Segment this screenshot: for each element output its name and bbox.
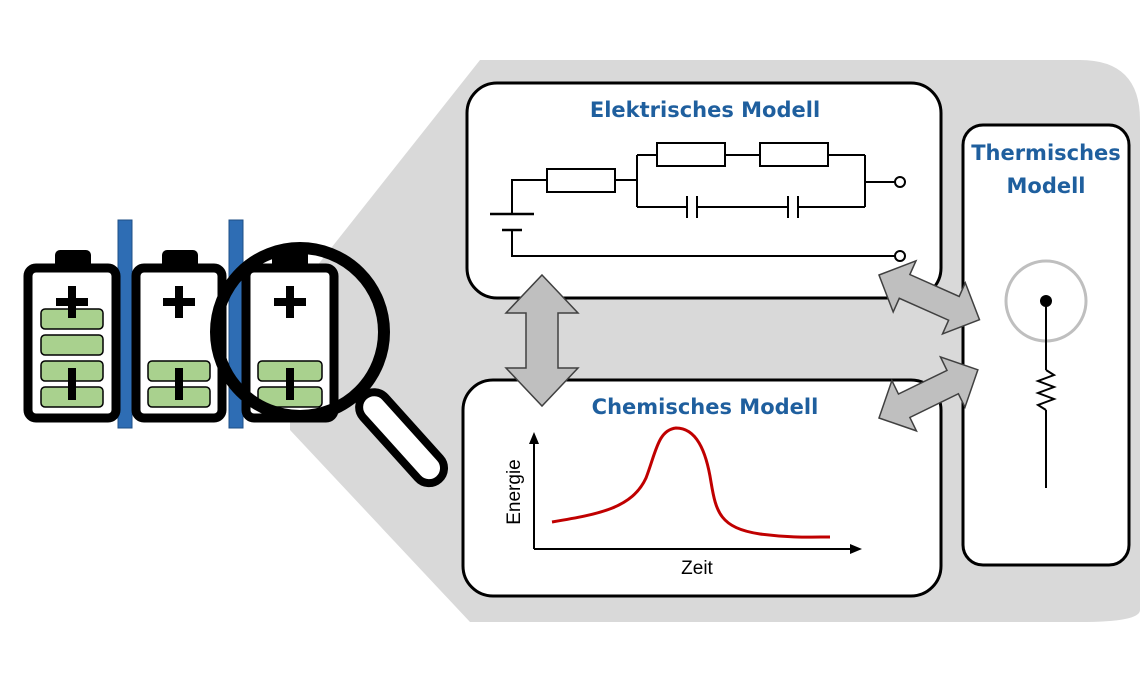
x-axis-arrow [850, 544, 862, 554]
thermal-model-box: Thermisches Modell [961, 123, 1131, 567]
double-arrow-icon [878, 355, 979, 433]
battery-pack [23, 219, 339, 429]
thermal-model-title-line2: Modell [1007, 174, 1086, 198]
battery-icon [23, 250, 121, 423]
minus-icon [68, 368, 76, 400]
energy-time-plot: Zeit Energie [504, 426, 862, 579]
magnifier-icon [210, 242, 449, 488]
battery-icon [241, 250, 339, 423]
energy-curve [551, 426, 831, 539]
circuit-schematic [490, 142, 906, 262]
plus-icon [274, 286, 306, 318]
minus-icon [175, 368, 183, 400]
plus-icon [163, 286, 195, 318]
battery-icon [131, 250, 227, 423]
y-axis-label: Energie [504, 459, 525, 525]
chemical-model-title: Chemisches Modell [592, 395, 819, 419]
resistor-icon [1035, 369, 1057, 411]
double-arrow-icon [504, 273, 580, 408]
x-axis-label: Zeit [681, 558, 713, 579]
thermal-model-title-line1: Thermisches [971, 141, 1121, 165]
chemical-model-box: Chemisches Modell Zeit Energie [461, 378, 943, 598]
thermometer-icon [1004, 259, 1088, 488]
minus-icon [286, 368, 294, 400]
double-arrow-icon [878, 259, 981, 336]
electrical-model-box: Elektrisches Modell [465, 81, 943, 300]
y-axis-arrow [529, 432, 539, 444]
plus-icon [56, 286, 88, 318]
electrical-model-title: Elektrisches Modell [590, 98, 820, 122]
